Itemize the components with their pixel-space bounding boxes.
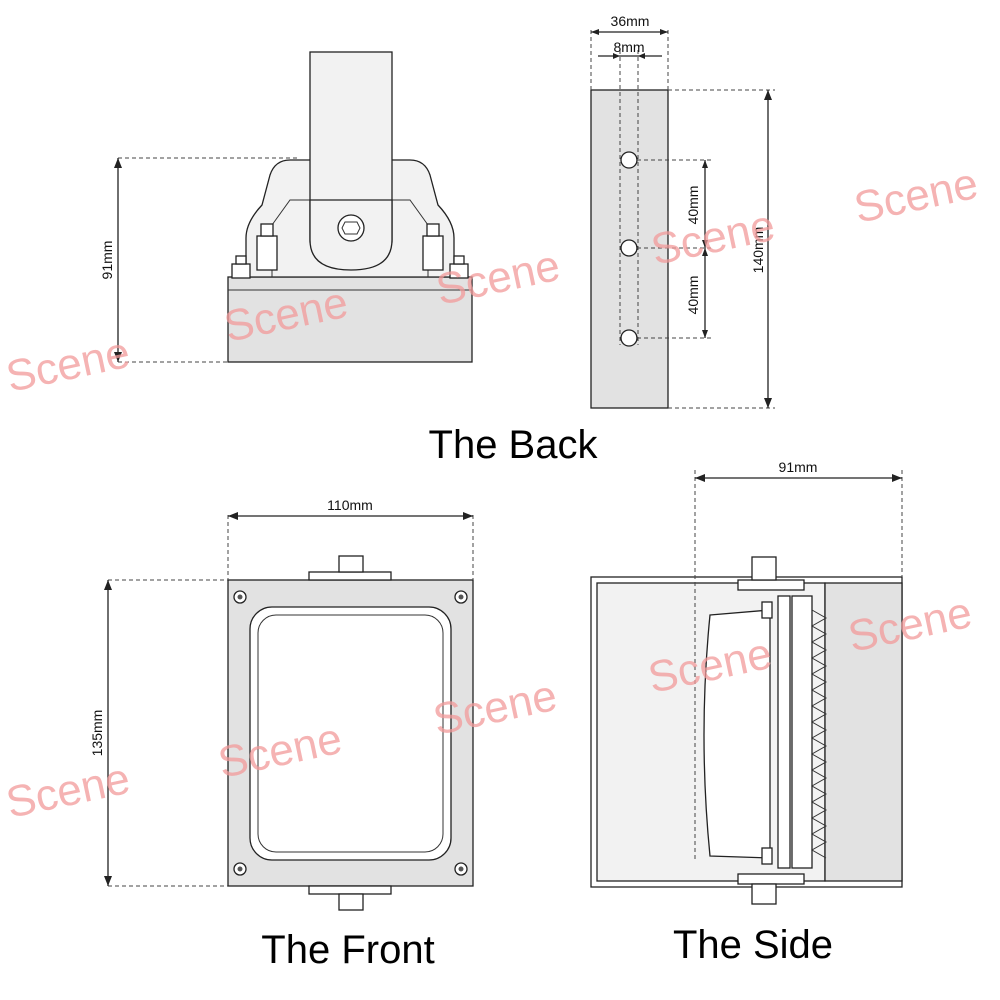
front-view: 110mm 135mm The Front [89,497,474,972]
bracket-view: 36mm 8mm 40mm 40mm 140mm [590,13,775,409]
hole-spacing-lower-label: 40mm [685,276,701,315]
heat-sink-fins [810,609,828,859]
watermark: Scene [2,328,134,402]
front-width-label: 110mm [327,497,373,513]
front-height-label: 135mm [89,710,105,757]
side-title: The Side [673,923,833,967]
bracket-height-label: 140mm [750,227,766,274]
watermarks: Scene Scene Scene Scene Scene Scene Scen… [2,159,982,828]
back-height-label: 91mm [99,241,115,280]
side-depth-label: 91mm [779,459,818,475]
back-bolts [231,223,469,279]
slot-width-label: 8mm [613,39,644,55]
bracket-width-label: 36mm [611,13,650,29]
back-base [227,276,473,363]
front-window [249,606,452,861]
back-title: The Back [429,423,599,467]
watermark: Scene [2,754,134,828]
front-screws [233,590,468,876]
watermark: Scene [850,159,982,233]
bracket-hole-icon [620,329,638,347]
bracket-hole-icon [620,151,638,169]
back-view: 91mm The Back [99,51,599,467]
hole-spacing-upper-label: 40mm [685,186,701,225]
front-title: The Front [261,928,434,972]
mount-bolt-icon [337,214,365,242]
side-lens [703,609,771,859]
bracket-hole-icon [620,239,638,257]
side-view: 91mm The Side [590,459,903,967]
